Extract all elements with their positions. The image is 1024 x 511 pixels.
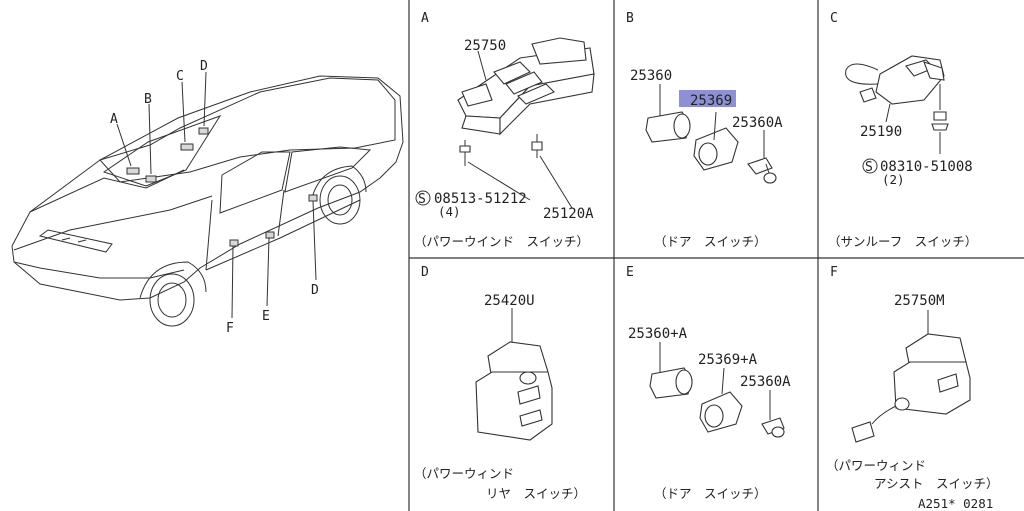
caption-assist-power-window-line1: （パワーウィンド <box>826 458 926 473</box>
caption-power-window-switch: （パワーウインド スイッチ） <box>414 234 589 249</box>
callout-label-e: E <box>262 309 270 324</box>
part-25360: 25360 <box>630 68 672 84</box>
part-08513-51212: 08513-51212 <box>434 191 527 207</box>
callout-label-c: C <box>176 69 184 84</box>
part-25360a-b: 25360A <box>732 115 783 131</box>
callout-label-b: B <box>144 92 152 107</box>
part-25369: 25369 <box>690 93 732 109</box>
panel-e-letter: E <box>626 265 634 280</box>
screw-symbol-c <box>862 158 878 174</box>
panel-a-letter: A <box>421 11 429 26</box>
panel-b: B 25360 25369 25360A （ドア スイッチ） <box>626 11 783 249</box>
car-illustration <box>11 71 404 327</box>
highlight-25369 <box>679 90 736 107</box>
panel-c-letter: C <box>830 11 838 26</box>
caption-sunroof-switch: （サンルーフ スイッチ） <box>828 234 977 249</box>
caption-assist-power-window-line2: アシスト スイッチ） <box>874 476 999 491</box>
part-25360a-e: 25360A <box>740 374 791 390</box>
callout-label-a: A <box>110 112 118 127</box>
screw-symbol-c-letter: S <box>865 160 873 175</box>
caption-rear-power-window-line1: （パワーウィンド <box>414 466 514 481</box>
caption-door-switch-b: （ドア スイッチ） <box>654 234 767 249</box>
screw-symbol-a-letter: S <box>418 192 426 207</box>
part-25360-plus-a: 25360+A <box>628 326 688 342</box>
panel-d-letter: D <box>421 265 429 280</box>
part-08310-51008: 08310-51008 <box>880 159 973 175</box>
panel-a: A 25750 S 08513-51212 (4) 25 <box>414 11 595 249</box>
caption-door-switch-e: （ドア スイッチ） <box>654 486 767 501</box>
part-25420u: 25420U <box>484 293 535 309</box>
part-qty-2: (2) <box>882 172 905 187</box>
panel-e: E 25360+A 25369+A 25360A （ドア スイッチ） <box>626 265 791 501</box>
panel-f: F 25750M （パワーウィンド アシスト スイッチ） A251* 0281 <box>826 265 999 511</box>
panel-d: D 25420U （パワーウィンド リヤ スイッチ） <box>414 265 586 501</box>
part-25750: 25750 <box>464 38 506 54</box>
panel-c: C 25190 S 08310-51008 (2) （サンルーフ スイッチ） <box>828 11 977 249</box>
part-25369-plus-a: 25369+A <box>698 352 758 368</box>
callout-label-f: F <box>226 321 234 336</box>
panel-f-letter: F <box>830 265 838 280</box>
caption-rear-power-window-line2: リヤ スイッチ） <box>486 486 586 501</box>
panel-grid <box>408 0 1024 511</box>
callout-label-d-roof: D <box>200 59 208 74</box>
callout-label-d-door: D <box>311 283 319 298</box>
part-25750m: 25750M <box>894 293 945 309</box>
screw-symbol-a <box>415 190 431 206</box>
part-25190: 25190 <box>860 124 902 140</box>
part-25120a: 25120A <box>543 206 594 222</box>
footer-code: A251* 0281 <box>918 496 993 511</box>
part-qty-4: (4) <box>438 204 461 219</box>
car-callout-labels: A B C D F E D <box>110 59 319 336</box>
panel-b-letter: B <box>626 11 634 26</box>
